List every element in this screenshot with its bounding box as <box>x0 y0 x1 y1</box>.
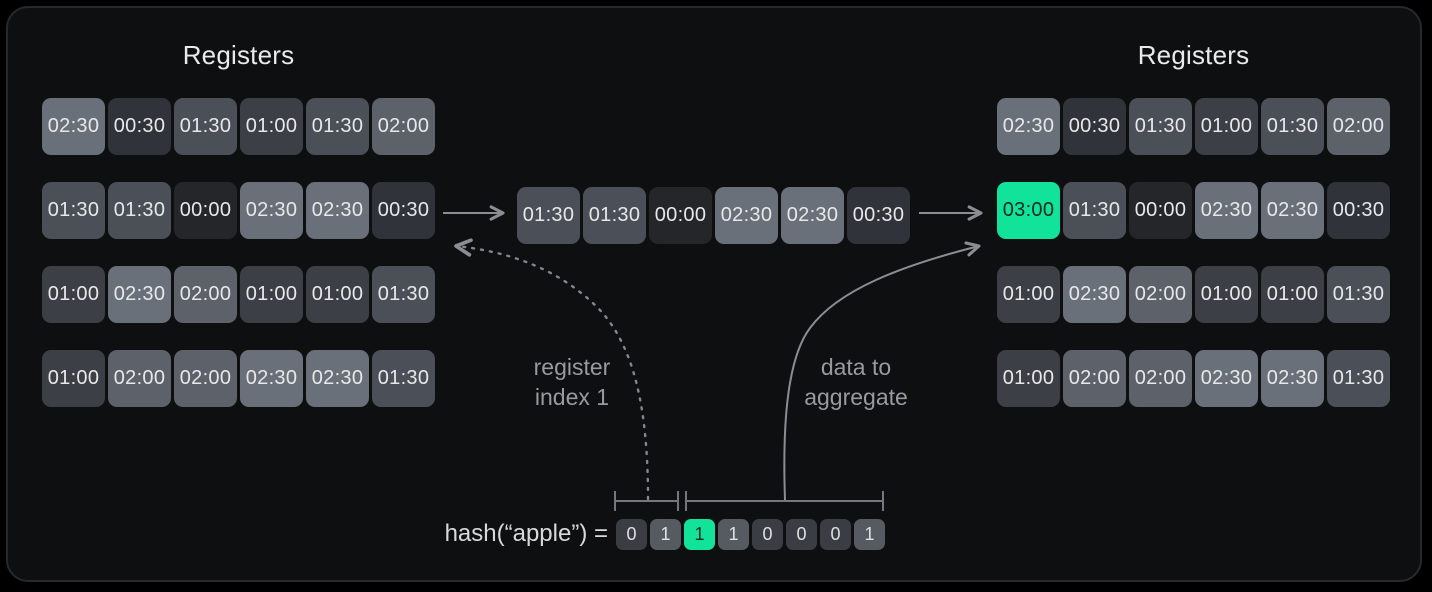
register-cell: 01:30 <box>583 187 646 244</box>
register-cell: 02:30 <box>42 98 105 155</box>
register-cell: 01:00 <box>997 266 1060 323</box>
register-cell: 02:30 <box>1063 266 1126 323</box>
register-cell: 02:30 <box>715 187 778 244</box>
register-cell: 01:30 <box>372 350 435 407</box>
hash-expression: hash(“apple”) = <box>444 520 608 547</box>
register-cell: 02:30 <box>1261 350 1324 407</box>
register-cell: 01:00 <box>240 266 303 323</box>
hash-bit: 0 <box>616 519 647 550</box>
data-label-line2: aggregate <box>804 384 908 410</box>
register-cell: 00:00 <box>174 182 237 239</box>
register-cell: 01:00 <box>42 266 105 323</box>
register-cell: 00:30 <box>1327 182 1390 239</box>
register-cell: 01:00 <box>42 350 105 407</box>
register-cell: 01:30 <box>1327 266 1390 323</box>
hash-bit: 0 <box>752 519 783 550</box>
register-cell: 01:30 <box>1327 350 1390 407</box>
data-label-line1: data to <box>820 354 892 380</box>
hash-bit: 0 <box>820 519 851 550</box>
register-cell: 01:30 <box>306 98 369 155</box>
register-index-label-line1: register <box>533 354 611 380</box>
register-cell: 00:00 <box>649 187 712 244</box>
register-cell: 02:00 <box>174 350 237 407</box>
register-cell: 02:00 <box>1063 350 1126 407</box>
register-cell: 00:30 <box>847 187 910 244</box>
register-cell: 01:30 <box>108 182 171 239</box>
register-cell: 00:30 <box>1063 98 1126 155</box>
register-cell: 01:00 <box>1195 266 1258 323</box>
right-registers-title: Registers <box>1137 40 1250 70</box>
register-cell: 01:00 <box>1261 266 1324 323</box>
hash-bit: 0 <box>786 519 817 550</box>
hash-bit-highlighted: 1 <box>684 519 715 550</box>
hash-bit: 1 <box>650 519 681 550</box>
hash-bit: 1 <box>854 519 885 550</box>
register-cell: 01:30 <box>1261 98 1324 155</box>
register-cell: 01:30 <box>1129 98 1192 155</box>
register-cell: 02:00 <box>1129 266 1192 323</box>
register-index-label: register index 1 <box>472 352 672 412</box>
data-to-aggregate-label: data to aggregate <box>756 352 956 412</box>
register-cell: 01:30 <box>1063 182 1126 239</box>
register-cell: 01:00 <box>1195 98 1258 155</box>
register-cell: 02:00 <box>108 350 171 407</box>
register-cell: 01:30 <box>174 98 237 155</box>
register-cell: 02:00 <box>1129 350 1192 407</box>
register-cell: 02:30 <box>1261 182 1324 239</box>
register-cell: 01:30 <box>42 182 105 239</box>
register-cell: 00:00 <box>1129 182 1192 239</box>
register-cell: 02:30 <box>240 350 303 407</box>
register-cell: 02:30 <box>108 266 171 323</box>
register-index-label-line2: index 1 <box>534 384 610 410</box>
register-cell: 01:30 <box>517 187 580 244</box>
register-cell-highlighted: 03:00 <box>997 182 1060 239</box>
register-cell: 02:30 <box>997 98 1060 155</box>
register-cell: 00:30 <box>108 98 171 155</box>
register-cell: 01:30 <box>372 266 435 323</box>
register-cell: 01:00 <box>240 98 303 155</box>
hash-bit: 1 <box>718 519 749 550</box>
register-cell: 02:00 <box>372 98 435 155</box>
register-cell: 02:30 <box>781 187 844 244</box>
register-cell: 02:30 <box>1195 182 1258 239</box>
register-cell: 02:30 <box>1195 350 1258 407</box>
register-cell: 02:30 <box>306 350 369 407</box>
register-cell: 01:00 <box>997 350 1060 407</box>
left-registers-title: Registers <box>182 40 295 70</box>
register-cell: 02:30 <box>306 182 369 239</box>
register-cell: 00:30 <box>372 182 435 239</box>
register-cell: 02:00 <box>1327 98 1390 155</box>
register-cell: 01:00 <box>306 266 369 323</box>
register-cell: 02:30 <box>240 182 303 239</box>
register-cell: 02:00 <box>174 266 237 323</box>
